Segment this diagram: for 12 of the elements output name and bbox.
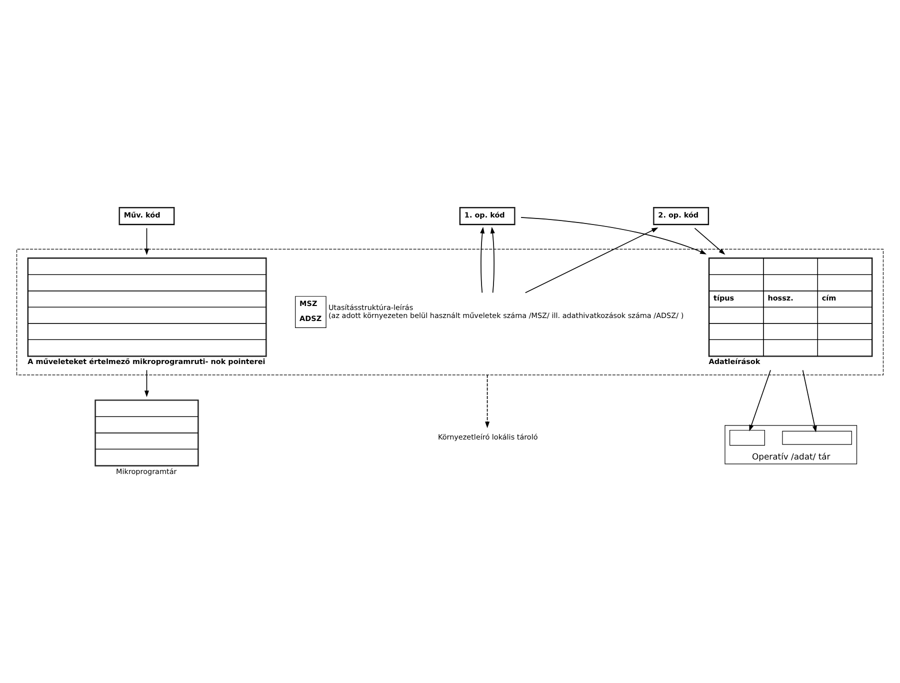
arrow [524, 228, 658, 294]
arrow [490, 226, 495, 294]
arrow [520, 217, 707, 254]
arrow [694, 228, 726, 255]
arrow [485, 374, 490, 428]
node-box [782, 430, 852, 445]
arrow [802, 370, 817, 432]
arrow [144, 228, 150, 256]
node-box [730, 430, 765, 446]
arrow [144, 370, 150, 398]
arrow [480, 226, 485, 294]
arrow [749, 370, 771, 432]
